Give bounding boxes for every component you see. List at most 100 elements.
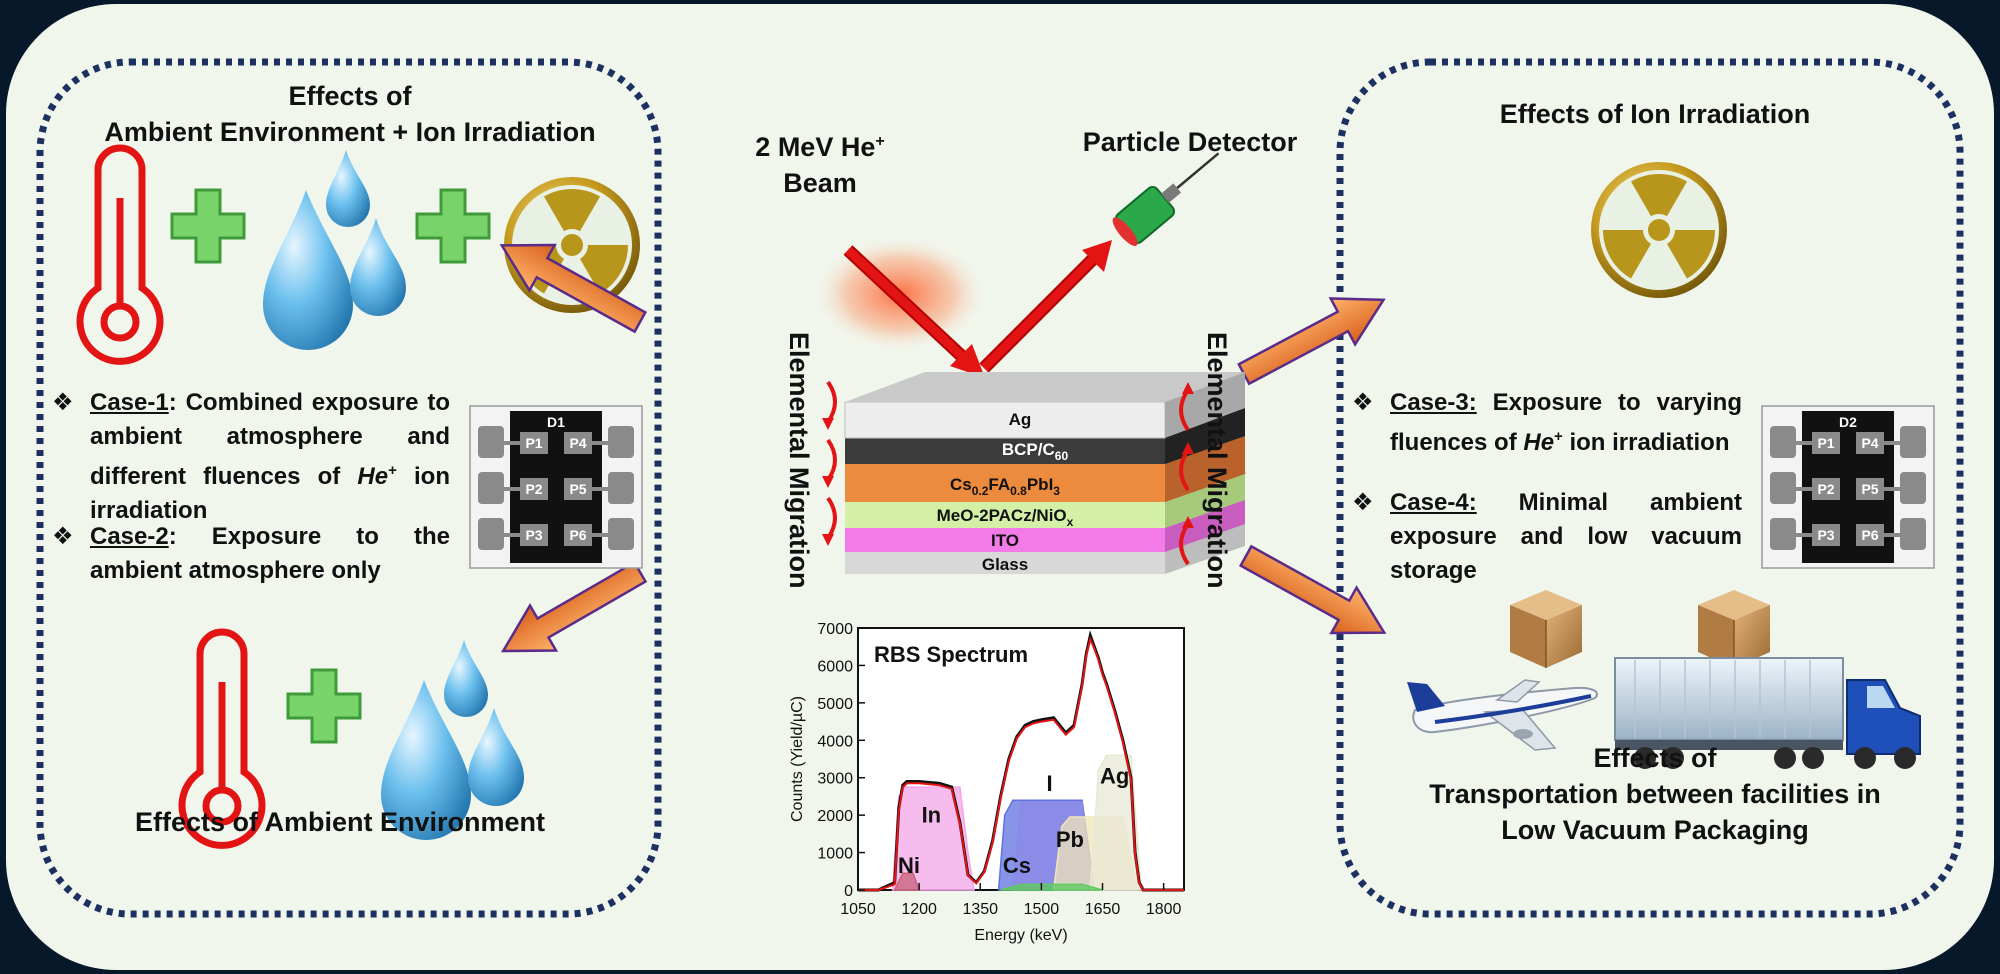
arrow-to-top-right xyxy=(1237,297,1386,386)
bullet-diamond-icon: ❖ xyxy=(52,523,74,550)
chart-y-tick-label: 3000 xyxy=(817,771,853,788)
chart-y-axis-label: Counts (Yield/µC) xyxy=(789,696,806,822)
case-3-bullet: ❖ Case-3: Exposure to varying fluences o… xyxy=(1352,386,1742,460)
case-1-bullet: ❖ Case-1: Combined exposure to ambient a… xyxy=(52,386,450,528)
chart-element-label-cs: Cs xyxy=(1003,853,1031,878)
layer-label-ito: ITO xyxy=(991,531,1019,550)
right-bottom-title: Effects of Transportation between facili… xyxy=(1380,740,1930,848)
right-bottom-title-line1: Effects of xyxy=(1593,743,1717,773)
plus-icon xyxy=(415,188,491,264)
truck-icon xyxy=(1614,657,1921,769)
right-dotted-frame xyxy=(1336,58,1964,918)
case-1-ion-sup: + xyxy=(388,462,397,479)
chart-x-tick-label: 1350 xyxy=(962,901,998,918)
migration-arrows-left xyxy=(822,380,837,546)
chart-y-tick-label: 1000 xyxy=(817,846,853,863)
chip-pad: P1 xyxy=(1817,435,1834,451)
chart-element-label-in: In xyxy=(922,803,942,828)
chip-pad: P2 xyxy=(525,481,542,497)
chip-pad: P2 xyxy=(1817,481,1834,497)
right-top-title: Effects of Ion Irradiation xyxy=(1499,99,1811,129)
chip-pad: P3 xyxy=(525,527,542,543)
chart-y-tick-label: 2000 xyxy=(817,808,853,825)
chip-pad: P1 xyxy=(525,435,542,451)
left-top-title-line2: Ambient Environment + Ion Irradiation xyxy=(104,117,596,147)
chart-x-tick-label: 1050 xyxy=(840,901,876,918)
chip-pad: P3 xyxy=(1817,527,1834,543)
case-3-ion: He xyxy=(1523,429,1555,456)
chart-x-tick-label: 1500 xyxy=(1024,901,1060,918)
right-bottom-title-line3: Low Vacuum Packaging xyxy=(1501,815,1809,845)
thermometer-icon xyxy=(76,144,164,365)
chart-area-minor xyxy=(1000,883,1103,891)
radiation-icon xyxy=(1591,162,1727,298)
cardboard-box-icon xyxy=(1698,590,1770,668)
chip-pad: P6 xyxy=(569,527,586,543)
chart-x-tick-label: 1800 xyxy=(1146,901,1182,918)
chip-pad: P4 xyxy=(569,435,586,451)
chart-y-tick-label: 5000 xyxy=(817,696,853,713)
chart-y-tick-label: 7000 xyxy=(817,621,853,638)
case-2-label: Case-2 xyxy=(90,523,169,550)
arrow-to-bottom-left xyxy=(500,560,648,653)
chip-title: D2 xyxy=(1839,414,1857,430)
chart-area-ag xyxy=(1089,754,1143,891)
left-bottom-title: Effects of Ambient Environment xyxy=(134,807,546,837)
case-4-text: Minimal ambient exposure and low vacuum … xyxy=(1390,489,1742,584)
scattered-beam-arrow xyxy=(979,240,1112,373)
chart-element-label-ag: Ag xyxy=(1100,763,1129,788)
case-1-ion: He xyxy=(357,463,389,490)
migration-label-left: Elemental Migration xyxy=(784,332,814,589)
chip-pad: P5 xyxy=(1861,481,1878,497)
arrow-to-top-left xyxy=(499,243,648,334)
water-drops-icon xyxy=(263,150,406,350)
chart-element-label-ni: Ni xyxy=(898,853,920,878)
beam-label: 2 MeV He+ Beam xyxy=(700,124,940,201)
bullet-diamond-icon: ❖ xyxy=(1352,389,1374,416)
bullet-diamond-icon: ❖ xyxy=(52,389,74,416)
water-drops-icon xyxy=(381,640,524,840)
particle-detector-icon xyxy=(1112,152,1220,247)
case-3-tail: ion irradiation xyxy=(1562,429,1730,456)
chart-x-axis-label: Energy (keV) xyxy=(974,927,1067,944)
layer-label-bcp: BCP/C60 xyxy=(1002,440,1069,463)
chart-element-label-i: I xyxy=(1046,771,1052,796)
chart-x-tick-label: 1650 xyxy=(1085,901,1121,918)
chip-title: D1 xyxy=(547,414,565,430)
chip-pad: P4 xyxy=(1861,435,1878,451)
chart-element-label-pb: Pb xyxy=(1056,827,1084,852)
case-3-label: Case-3: xyxy=(1390,389,1477,416)
migration-arrows-right xyxy=(1179,382,1194,566)
chart-y-tick-label: 6000 xyxy=(817,658,853,675)
case-1-label: Case-1 xyxy=(90,389,169,416)
particle-detector-label: Particle Detector xyxy=(1082,127,1298,157)
layer-label-ag: Ag xyxy=(1009,410,1032,429)
airplane-icon xyxy=(1407,679,1598,751)
case-1-text: : Combined exposure to ambient atmospher… xyxy=(90,389,450,490)
case-1-tail: ion irradiation xyxy=(90,463,450,524)
beam-label-line1: 2 MeV He xyxy=(755,132,876,162)
case-4-label: Case-4: xyxy=(1390,489,1477,516)
device-chip-d1: D1 P1 P4 P2 P5 P3 P6 xyxy=(469,405,643,569)
chart-area-ni xyxy=(893,872,921,891)
case-2-bullet: ❖ Case-2: Exposure to the ambient atmosp… xyxy=(52,520,450,588)
plus-icon xyxy=(170,188,246,264)
layer-label-htl: MeO-2PACz/NiOx xyxy=(937,506,1074,529)
beam-label-line2: Beam xyxy=(783,168,857,198)
chip-pad: P6 xyxy=(1861,527,1878,543)
right-bottom-title-line2: Transportation between facilities in xyxy=(1429,779,1881,809)
case-4-bullet: ❖ Case-4: Minimal ambient exposure and l… xyxy=(1352,486,1742,588)
left-top-title-line1: Effects of xyxy=(288,81,412,111)
chart-y-tick-label: 4000 xyxy=(817,733,853,750)
incident-beam-arrow xyxy=(843,245,985,378)
chart-y-tick-label: 0 xyxy=(844,883,853,900)
device-stack xyxy=(844,372,1246,574)
left-dotted-frame xyxy=(36,58,662,918)
thermometer-icon xyxy=(178,628,266,849)
cardboard-box-icon xyxy=(1510,590,1582,668)
case-3-ion-sup: + xyxy=(1554,428,1563,445)
plus-icon xyxy=(286,668,362,744)
